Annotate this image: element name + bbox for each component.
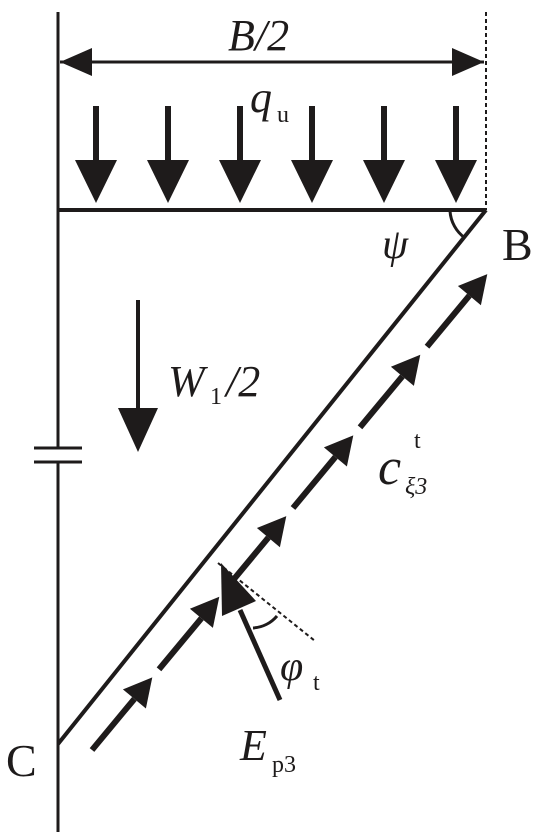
psi-label: ψ xyxy=(382,222,409,268)
cohesion-label-sup: t xyxy=(414,428,421,454)
slip-line xyxy=(56,208,488,746)
phi-label-sub: t xyxy=(313,670,320,696)
weight-label: W xyxy=(168,357,208,406)
force-label: E xyxy=(239,721,267,770)
symmetry-axis xyxy=(34,12,82,832)
point-c-label: C xyxy=(6,735,37,786)
cohesion-arrow xyxy=(357,354,421,430)
cohesion-arrow xyxy=(424,274,488,349)
cohesion-label: c xyxy=(378,439,401,496)
load-label-sub: u xyxy=(277,102,289,128)
width-dimension xyxy=(60,48,484,76)
load-label: q xyxy=(250,73,272,122)
load-arrow xyxy=(435,106,477,203)
point-b-label: B xyxy=(502,219,533,270)
load-arrow xyxy=(75,106,117,203)
cohesion-arrow xyxy=(89,677,153,752)
load-arrow xyxy=(219,106,261,203)
force-label-sub: p3 xyxy=(272,752,296,778)
load-arrow xyxy=(147,106,189,203)
load-arrow xyxy=(363,106,405,203)
cohesion-label-sub: ξ3 xyxy=(405,474,427,500)
phi-angle-arc xyxy=(252,614,279,630)
load-arrow xyxy=(291,106,333,203)
weight-label-sub: 1 xyxy=(210,384,222,410)
weight-label-rest: /2 xyxy=(223,357,260,406)
phi-label: φ xyxy=(280,644,303,690)
cohesion-arrow xyxy=(156,596,220,672)
cohesion-arrow xyxy=(290,435,354,510)
width-label: B/2 xyxy=(228,11,289,60)
psi-angle-arc xyxy=(448,210,466,240)
resultant-force-arrow xyxy=(221,563,283,702)
surcharge-load-arrows xyxy=(75,106,477,203)
weight-arrow xyxy=(118,300,158,452)
